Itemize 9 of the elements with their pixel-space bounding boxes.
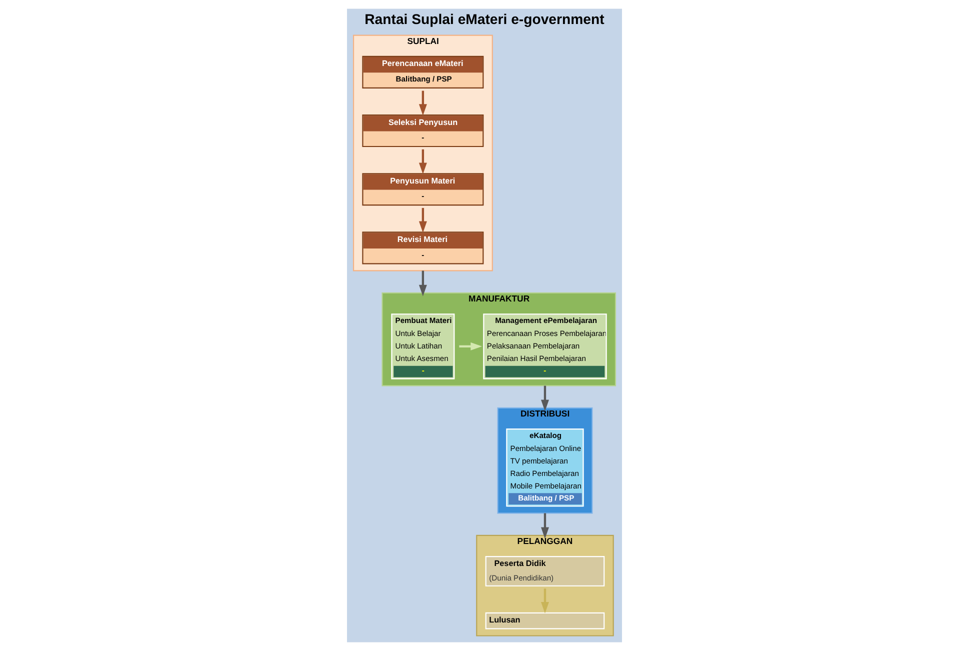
arrow [418, 90, 427, 116]
arrow [540, 588, 549, 614]
arrow [459, 342, 482, 350]
arrow [418, 208, 427, 233]
diagram-title: Rantai Suplai eMateri e-government [364, 10, 604, 27]
arrow [418, 149, 427, 174]
arrow [418, 270, 427, 296]
arrow [540, 513, 549, 539]
arrow [540, 386, 549, 412]
